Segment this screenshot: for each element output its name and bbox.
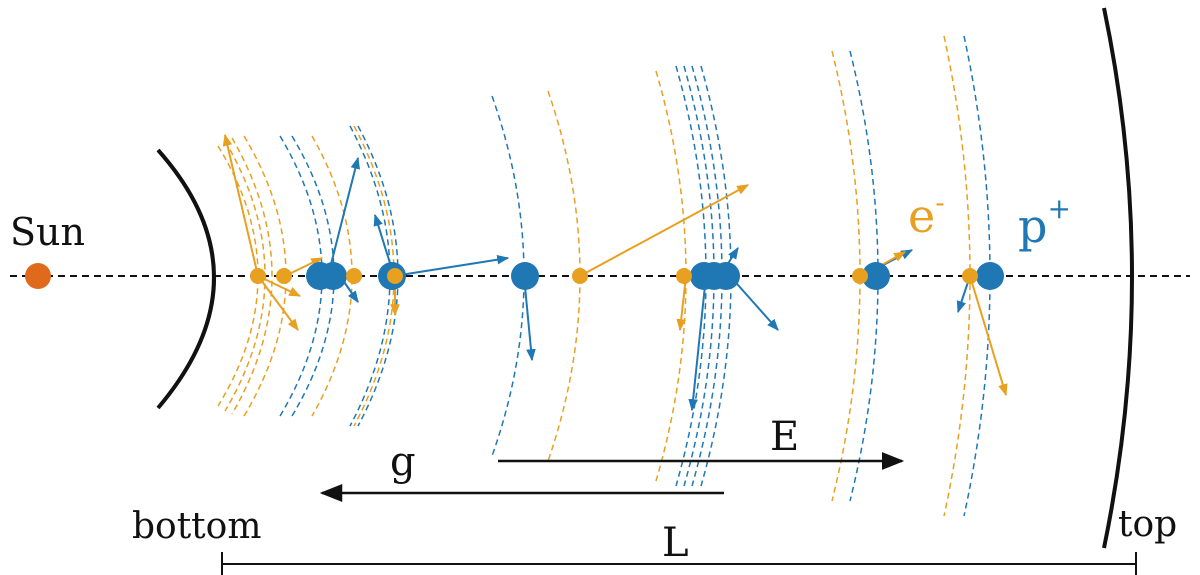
length-label: L: [662, 520, 689, 566]
electron: [276, 268, 292, 284]
electron-velocity-arrow: [579, 184, 750, 277]
proton: [319, 262, 347, 290]
bottom-boundary: [156, 148, 216, 410]
electron: [346, 268, 362, 284]
proton-field-line: [357, 125, 399, 427]
top-label: top: [1118, 504, 1177, 545]
electron-velocity-arrow: [969, 275, 1008, 397]
proton-field-line: [279, 135, 323, 417]
bottom-label: bottom: [132, 506, 261, 547]
particles: [250, 262, 1004, 290]
top-boundary: [1102, 7, 1134, 549]
electron-label: e-: [908, 186, 945, 243]
proton-label: p+: [1018, 192, 1071, 253]
electron: [676, 268, 692, 284]
proton: [976, 262, 1004, 290]
electron-field-line: [311, 135, 353, 417]
electron-velocity-arrow: [676, 275, 687, 332]
proton-velocity-arrow: [327, 156, 360, 277]
electron: [387, 268, 403, 284]
gravity-label: g: [390, 439, 416, 485]
proton-base: p: [1018, 199, 1047, 253]
electric-field-label: E: [770, 414, 799, 460]
electron-field-line: [231, 137, 273, 415]
electron-velocity-arrow: [222, 133, 259, 277]
proton: [712, 262, 740, 290]
proton: [511, 262, 539, 290]
electron-sup: -: [935, 186, 944, 219]
electron-field-line: [547, 90, 581, 462]
electron-base: e: [908, 189, 935, 243]
proton-velocity-arrow: [523, 275, 536, 362]
proton-velocity-arrow: [729, 275, 779, 331]
proton-field-line: [849, 50, 879, 502]
proton-sup: +: [1047, 192, 1070, 225]
sun-label: Sun: [10, 210, 85, 254]
electron: [572, 268, 588, 284]
electron: [852, 268, 868, 284]
proton-field-line: [291, 135, 335, 417]
electron: [250, 268, 266, 284]
electron-field-line: [243, 135, 287, 417]
electron-field-line: [831, 50, 861, 502]
electron-field-line: [353, 125, 395, 427]
sun-icon: [25, 263, 51, 289]
proton-field-line: [349, 125, 391, 427]
proton-velocity-arrow: [688, 275, 707, 412]
electron-velocity-arrow: [257, 275, 299, 331]
proton-velocity-arrow: [393, 254, 510, 277]
proton: [862, 262, 890, 290]
electron: [962, 268, 978, 284]
